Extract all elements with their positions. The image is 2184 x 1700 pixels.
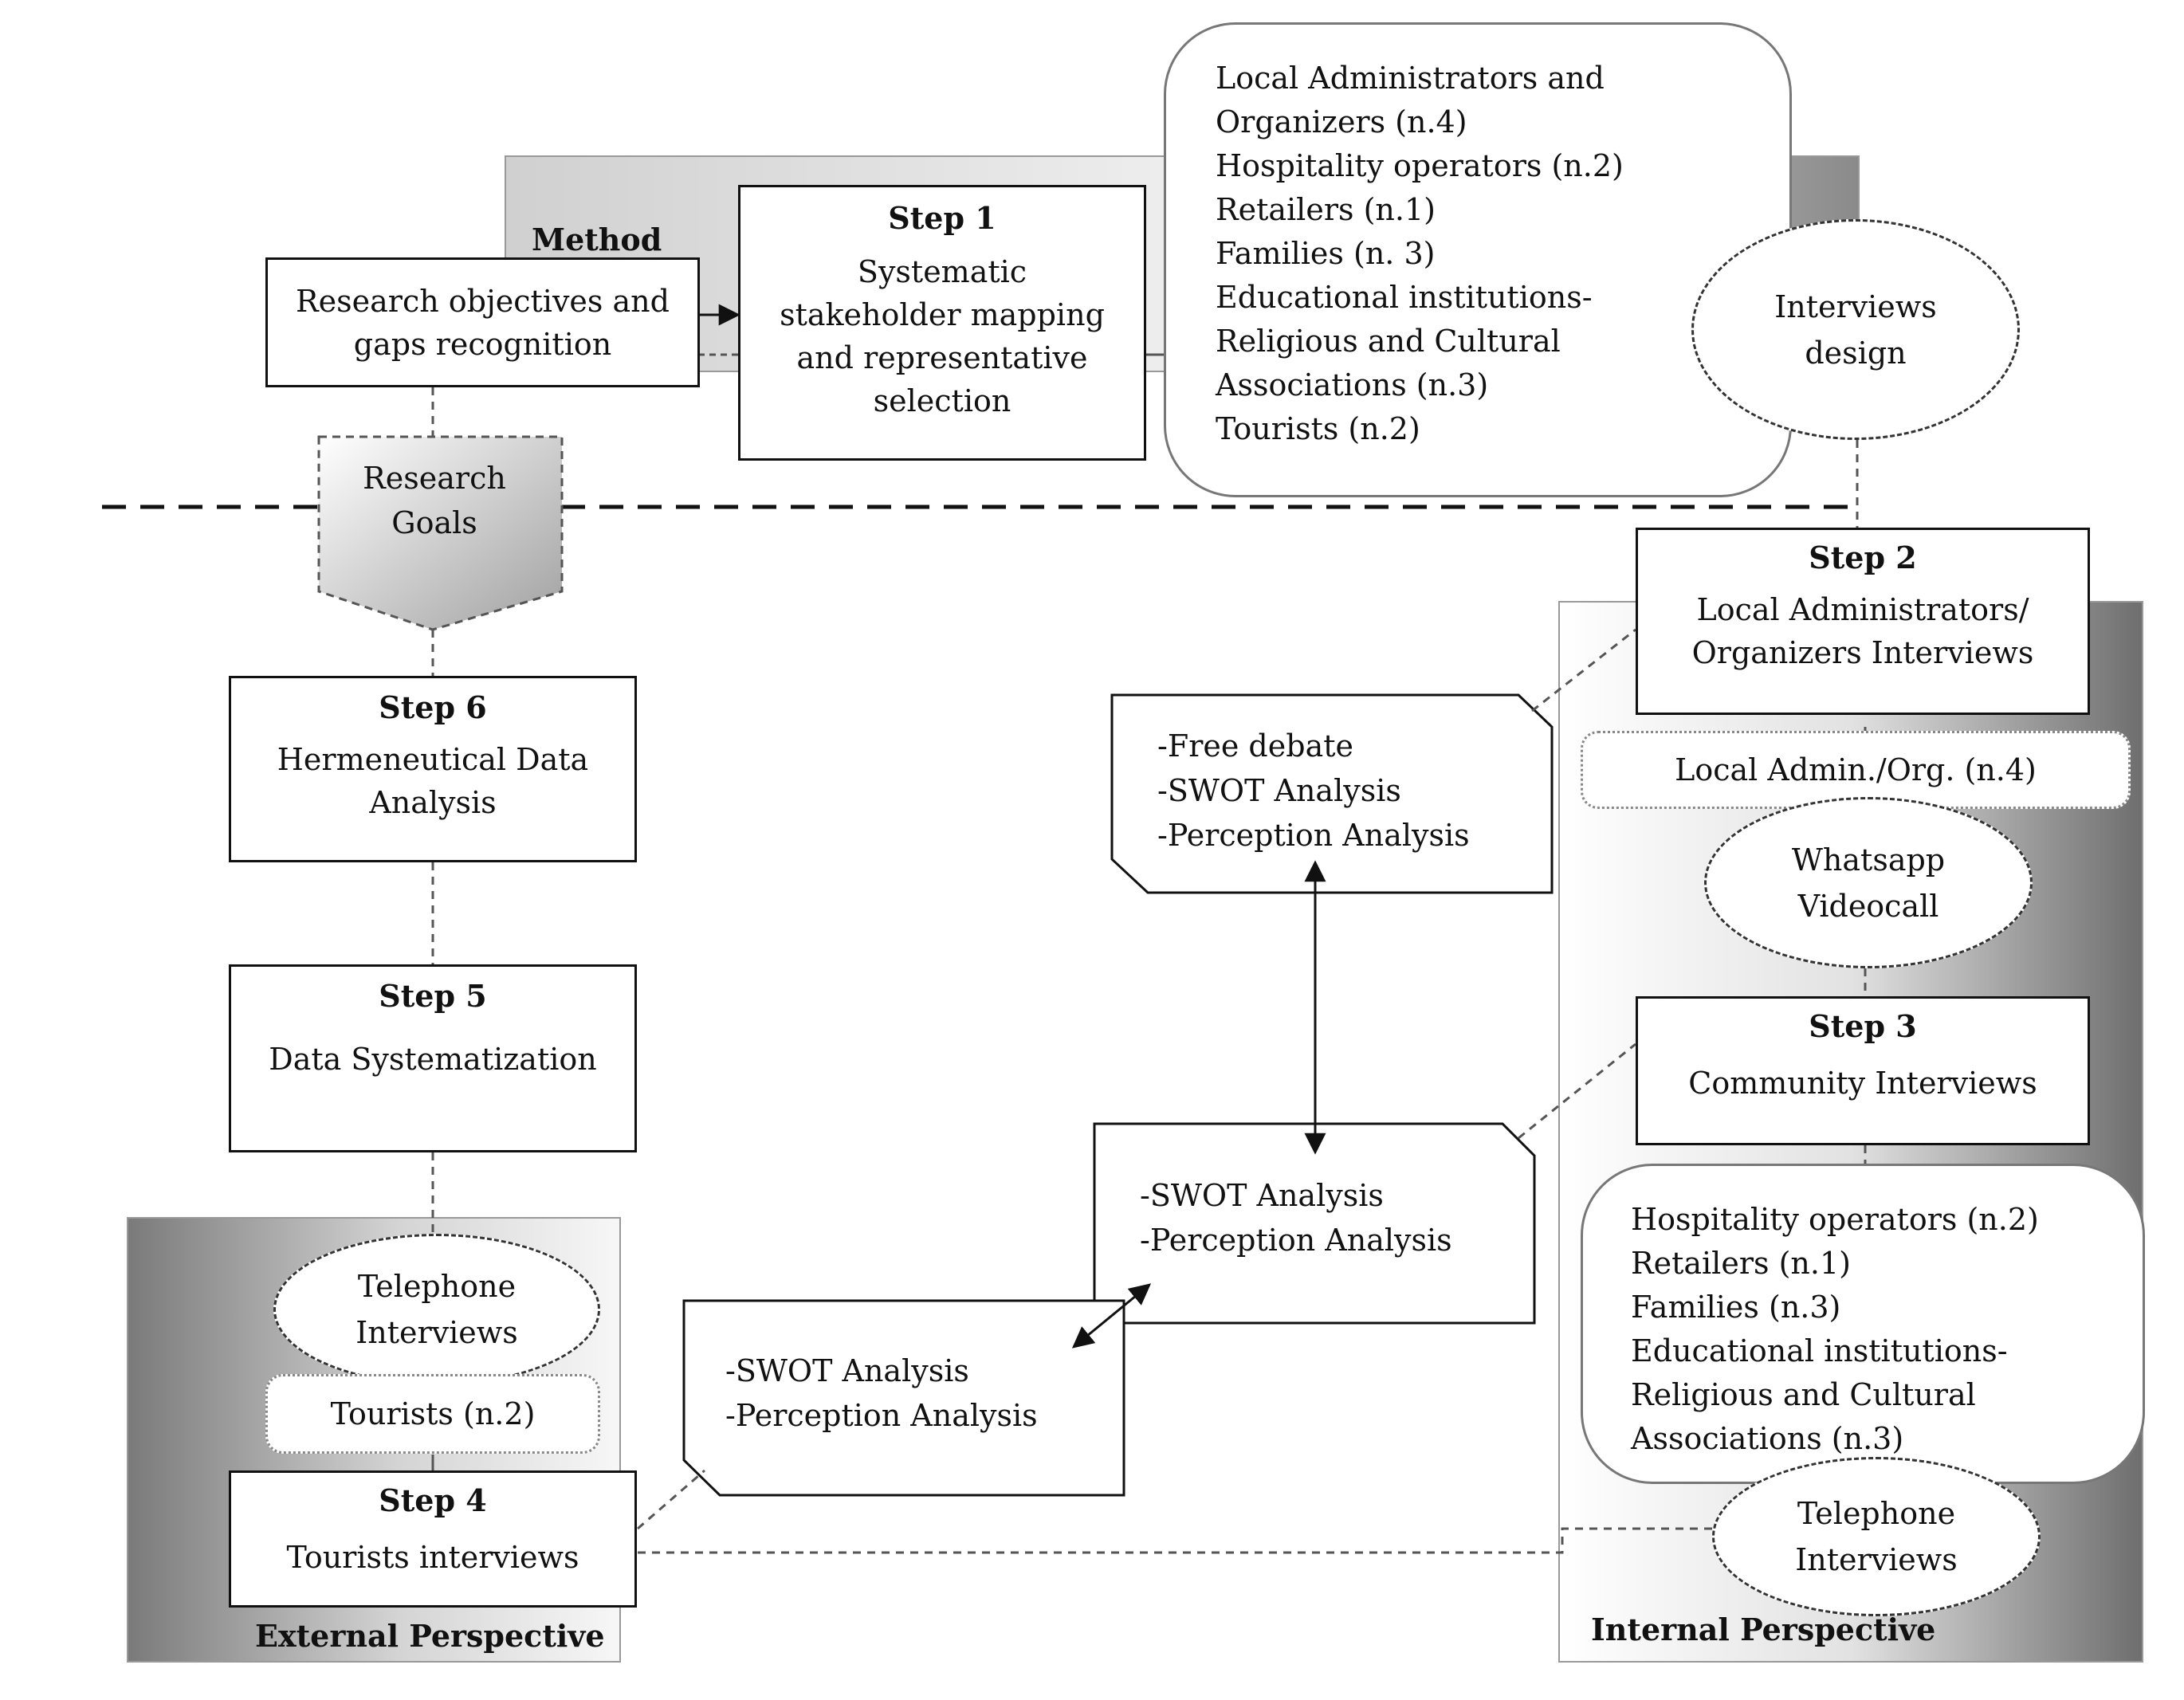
research-goals-line: Research [363, 461, 506, 496]
telephone-internal-line: Telephone [1797, 1496, 1956, 1531]
internal-perspective-label: Internal Perspective [1591, 1612, 1936, 1647]
step3-box: Step 3 Community Interviews [1636, 996, 2090, 1145]
step4-title: Step 4 [379, 1482, 487, 1518]
interviews-design-line: design [1805, 335, 1907, 371]
stakeholder-item: Hospitality operators (n.2) [1216, 148, 1624, 183]
community-item: Educational institutions- [1631, 1333, 2008, 1368]
connector-step4-telephone-internal [638, 1527, 1712, 1554]
stakeholder-item: Families (n. 3) [1216, 236, 1436, 271]
step3-title: Step 3 [1809, 1008, 1917, 1044]
research-goals-line: Goals [391, 505, 477, 540]
note-tourists: -SWOT Analysis -Perception Analysis [725, 1349, 1038, 1438]
whatsapp-line: Whatsapp [1791, 842, 1946, 877]
note-admin-shape [1110, 693, 1554, 894]
research-objectives-line: Research objectives and [296, 283, 670, 319]
telephone-internal-line: Interviews [1795, 1542, 1958, 1577]
stakeholders-box: Local Administrators and Organizers (n.4… [1164, 22, 1792, 497]
stakeholders-list: Local Administrators and Organizers (n.4… [1216, 57, 1789, 451]
research-objectives-box: Research objectives and gaps recognition [265, 257, 700, 387]
community-box: Hospitality operators (n.2) Retailers (n… [1581, 1164, 2145, 1484]
note-community-line: -Perception Analysis [1140, 1223, 1452, 1258]
tourists-pill: Tourists (n.2) [265, 1374, 600, 1454]
interviews-design-line: Interviews [1774, 289, 1937, 324]
note-tourists-line: -SWOT Analysis [725, 1353, 969, 1388]
step2-line: Organizers Interviews [1691, 635, 2034, 670]
note-admin-line: -Perception Analysis [1157, 818, 1470, 853]
stakeholder-item: Organizers (n.4) [1216, 104, 1467, 139]
whatsapp-line: Videocall [1797, 888, 1939, 924]
step1-box: Step 1 Systematic stakeholder mapping an… [738, 185, 1146, 461]
community-item: Associations (n.3) [1631, 1421, 1904, 1456]
stakeholder-item: Educational institutions- [1216, 280, 1593, 315]
telephone-external-line: Telephone [357, 1269, 517, 1304]
step1-line: selection [873, 383, 1011, 418]
step1-line: stakeholder mapping [780, 297, 1105, 332]
interviews-design-ellipse: Interviews design [1691, 219, 2020, 440]
local-admin-pill: Local Admin./Org. (n.4) [1581, 731, 2131, 809]
note-admin-line: -Free debate [1157, 728, 1353, 764]
step5-box: Step 5 Data Systematization [229, 964, 637, 1152]
connector-step4-note-tourists [637, 1469, 705, 1530]
step6-line: Hermeneutical Data [277, 742, 589, 777]
note-admin: -Free debate -SWOT Analysis -Perception … [1157, 724, 1470, 858]
note-community-line: -SWOT Analysis [1140, 1178, 1384, 1213]
step4-box: Step 4 Tourists interviews [229, 1470, 637, 1608]
community-item: Families (n.3) [1631, 1290, 1841, 1325]
telephone-interviews-external-ellipse: Telephone Interviews [273, 1234, 600, 1385]
stakeholder-item: Religious and Cultural [1216, 324, 1561, 359]
step1-line: and representative [796, 340, 1088, 375]
method-label: Method [532, 222, 662, 257]
telephone-interviews-internal-ellipse: Telephone Interviews [1712, 1457, 2041, 1616]
step2-box: Step 2 Local Administrators/ Organizers … [1636, 528, 2090, 715]
research-goals: Research Goals [315, 456, 554, 545]
step4-line: Tourists interviews [286, 1540, 579, 1575]
step3-line: Community Interviews [1688, 1066, 2037, 1101]
community-item: Hospitality operators (n.2) [1631, 1202, 2039, 1237]
connector-note-admin-step2 [1531, 628, 1636, 713]
step1-title: Step 1 [888, 200, 996, 236]
note-admin-line: -SWOT Analysis [1157, 773, 1401, 808]
arrow-tourists-community [1071, 1283, 1152, 1349]
stakeholder-item: Retailers (n.1) [1216, 192, 1436, 227]
step2-line: Local Administrators/ [1696, 592, 2029, 627]
step6-line: Analysis [369, 785, 497, 820]
connector-note-community-step3 [1518, 1042, 1636, 1140]
step6-box: Step 6 Hermeneutical Data Analysis [229, 676, 637, 862]
note-community: -SWOT Analysis -Perception Analysis [1140, 1173, 1452, 1262]
community-item: Religious and Cultural [1631, 1377, 1976, 1412]
step5-line: Data Systematization [269, 1042, 597, 1077]
step5-title: Step 5 [379, 978, 487, 1014]
stakeholder-item: Tourists (n.2) [1216, 411, 1420, 446]
note-tourists-shape [682, 1299, 1125, 1497]
telephone-external-line: Interviews [355, 1315, 518, 1350]
research-goals-shape [317, 435, 564, 631]
community-list: Hospitality operators (n.2) Retailers (n… [1631, 1198, 2143, 1461]
research-objectives-line: gaps recognition [353, 326, 612, 362]
step1-line: Systematic [857, 254, 1027, 289]
stakeholder-item: Associations (n.3) [1216, 367, 1489, 402]
step6-title: Step 6 [379, 689, 487, 725]
community-item: Retailers (n.1) [1631, 1246, 1851, 1281]
note-tourists-line: -Perception Analysis [725, 1398, 1038, 1433]
whatsapp-videocall-ellipse: Whatsapp Videocall [1704, 797, 2033, 968]
stakeholder-item: Local Administrators and [1216, 61, 1605, 96]
external-perspective-label: External Perspective [255, 1618, 605, 1654]
step2-title: Step 2 [1809, 540, 1917, 575]
